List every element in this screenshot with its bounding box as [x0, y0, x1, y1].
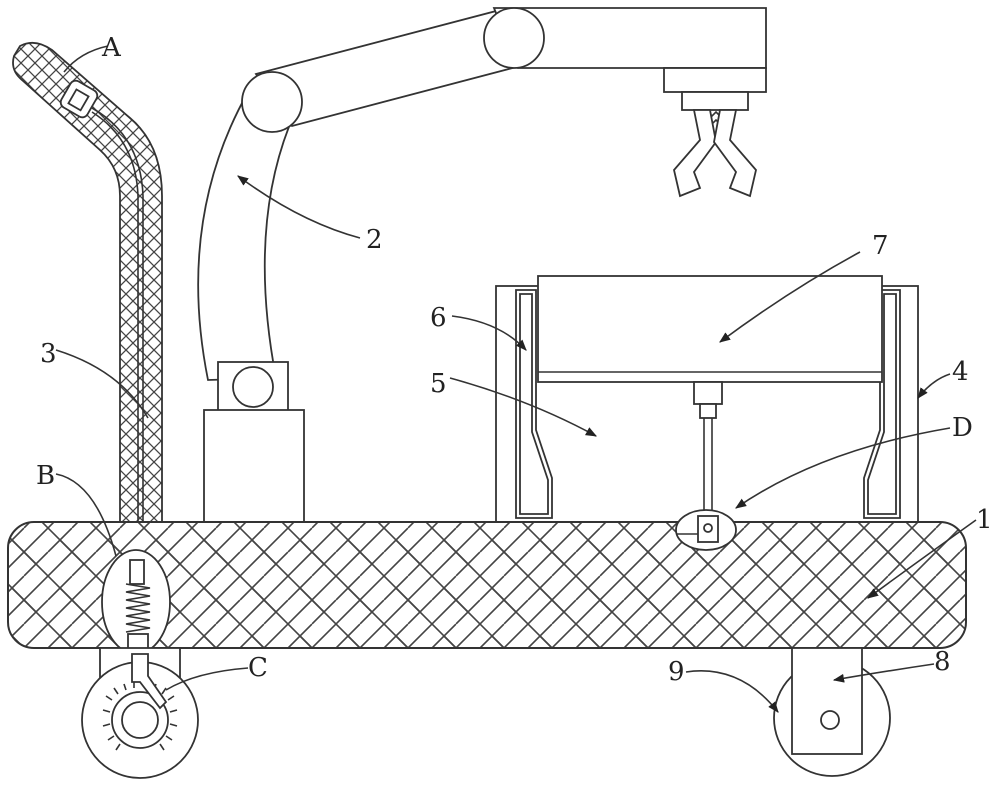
- label-c: C: [248, 653, 268, 683]
- left-wheel: [81, 647, 199, 779]
- robotic-arm: [197, 7, 767, 523]
- right-wheel: [773, 647, 891, 777]
- label-d: D: [952, 413, 973, 443]
- label-2: 2: [366, 225, 383, 255]
- label-7: 7: [872, 231, 889, 261]
- label-a: A: [101, 33, 122, 63]
- base-platform: [7, 521, 967, 649]
- leader-lines: [55, 45, 977, 713]
- tray: [537, 275, 883, 510]
- label-6: 6: [430, 303, 447, 333]
- handle-pole: [12, 41, 708, 535]
- label-4: 4: [952, 357, 969, 387]
- label-1: 1: [976, 505, 993, 535]
- label-9: 9: [668, 657, 685, 687]
- label-8: 8: [934, 647, 951, 677]
- label-3: 3: [40, 339, 57, 369]
- label-5: 5: [430, 369, 447, 399]
- spring-assembly: [101, 549, 171, 655]
- connector-d: [675, 509, 737, 551]
- label-b: B: [36, 461, 55, 491]
